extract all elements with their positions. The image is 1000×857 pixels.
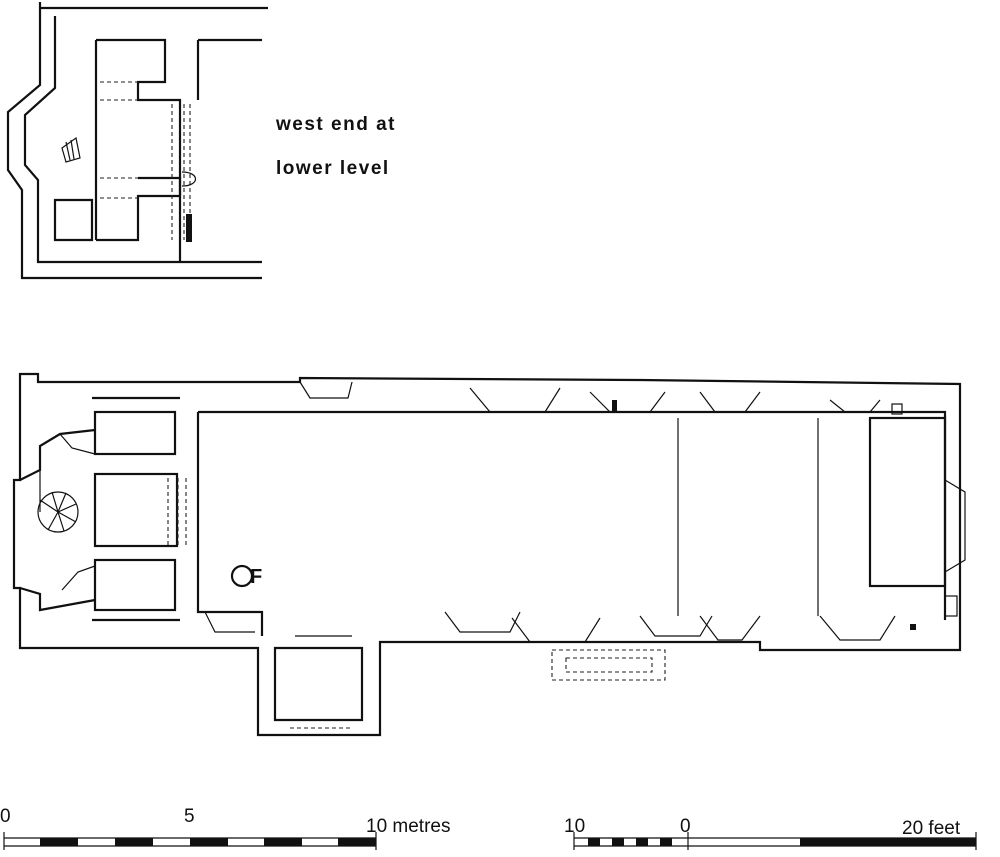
main-church-plan — [12, 372, 966, 737]
font-label: F — [250, 566, 263, 588]
metric-tick-5: 5 — [184, 806, 195, 827]
metric-tick-0: 0 — [0, 806, 11, 827]
imperial-tick-0: 0 — [680, 816, 691, 837]
inset-caption-line1: west end at — [276, 114, 396, 135]
imperial-scale-bar — [573, 832, 977, 850]
metric-tick-10-metres: 10 metres — [366, 816, 451, 837]
inset-west-end-plan — [6, 2, 268, 280]
font-circle — [230, 564, 254, 588]
inset-caption-line2: lower level — [276, 158, 390, 179]
imperial-tick-10: 10 — [564, 816, 586, 837]
imperial-tick-20-feet: 20 feet — [902, 818, 961, 839]
metric-scale-bar — [3, 832, 377, 850]
